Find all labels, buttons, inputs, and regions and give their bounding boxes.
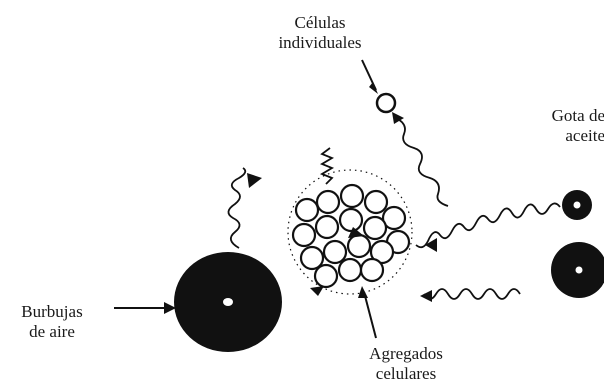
wavy-arrow-icon [416,203,560,252]
agregados-label-arrow [358,286,376,338]
oil-drop-large [551,242,604,298]
label-agregados-celulares: Agregados celulares [336,344,476,384]
single-cell [377,94,395,112]
label-burbujas-de-aire: Burbujas de aire [0,302,104,342]
label-celulas-individuales: Células individuales [250,13,390,53]
pointer-marker [310,286,324,296]
burbujas-label-arrow [114,302,176,314]
cell-icon [377,94,395,112]
wavy-arrow-icon [420,289,520,302]
cell-aggregate [288,170,412,294]
wavy-arrow-icon [322,148,332,184]
oil-drop-small [562,190,592,220]
wavy-arrow-icon [392,112,448,206]
air-bubble [174,252,282,352]
celulas-label-arrow [362,60,378,94]
cell-aggregate-icon [288,170,412,294]
wavy-arrow-icon [228,168,262,248]
label-gota-de-aceite: Gota de aceite [515,106,604,146]
